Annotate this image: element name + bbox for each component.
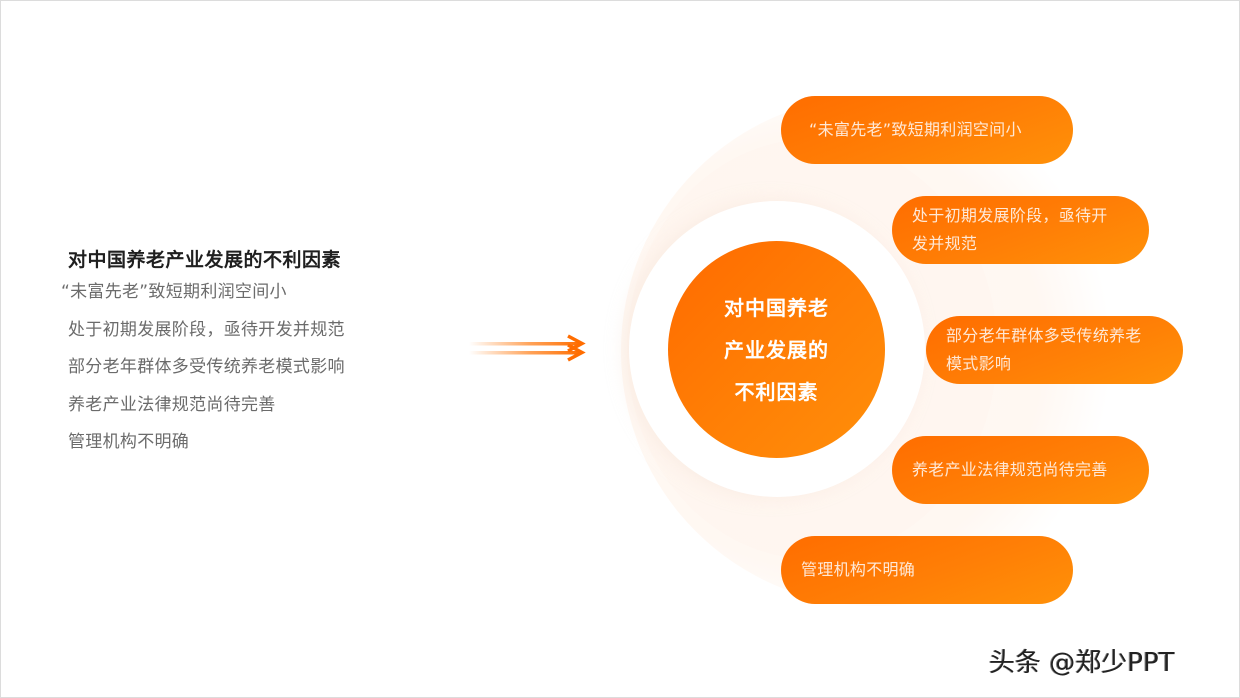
factor-pill-text: 处于初期发展阶段，亟待开 [912, 206, 1108, 225]
center-topic-circle: 对中国养老 产业发展的 不利因素 [668, 241, 885, 458]
factor-pill-text: 部分老年群体多受传统养老 [946, 326, 1142, 345]
center-topic-line: 不利因素 [734, 379, 819, 404]
left-factor-item: 部分老年群体多受传统养老模式影响 [68, 357, 345, 377]
center-topic-line: 对中国养老 [724, 295, 829, 320]
center-topic-line: 产业发展的 [724, 337, 829, 362]
watermark: 头条 @郑少PPT [989, 648, 1175, 678]
factor-pill-text: 养老产业法律规范尚待完善 [912, 460, 1108, 479]
factor-pill-4: 养老产业法律规范尚待完善 [892, 436, 1149, 504]
factor-pill-3: 部分老年群体多受传统养老 模式影响 [926, 316, 1183, 384]
factor-pill-5: 管理机构不明确 [781, 536, 1073, 604]
factor-pill-text: 发并规范 [912, 234, 978, 253]
left-title: 对中国养老产业发展的不利因素 [68, 249, 342, 271]
factor-pill-text: 管理机构不明确 [801, 560, 916, 579]
left-factor-item: 管理机构不明确 [68, 432, 190, 452]
left-factor-list: “未富先老”致短期利润空间小 处于初期发展阶段，亟待开发并规范 部分老年群体多受… [61, 278, 345, 466]
double-arrow-right-icon [469, 334, 586, 362]
left-factor-item: “未富先老”致短期利润空间小 [61, 282, 287, 302]
factor-pill-1: “未富先老”致短期利润空间小 [781, 96, 1073, 164]
left-factor-item: 处于初期发展阶段，亟待开发并规范 [68, 319, 345, 340]
factor-pill-2: 处于初期发展阶段，亟待开 发并规范 [892, 196, 1149, 264]
left-factor-item: 养老产业法律规范尚待完善 [68, 394, 276, 415]
factor-pill-text: “未富先老”致短期利润空间小 [809, 120, 1022, 139]
factor-pill-text: 模式影响 [946, 354, 1012, 373]
